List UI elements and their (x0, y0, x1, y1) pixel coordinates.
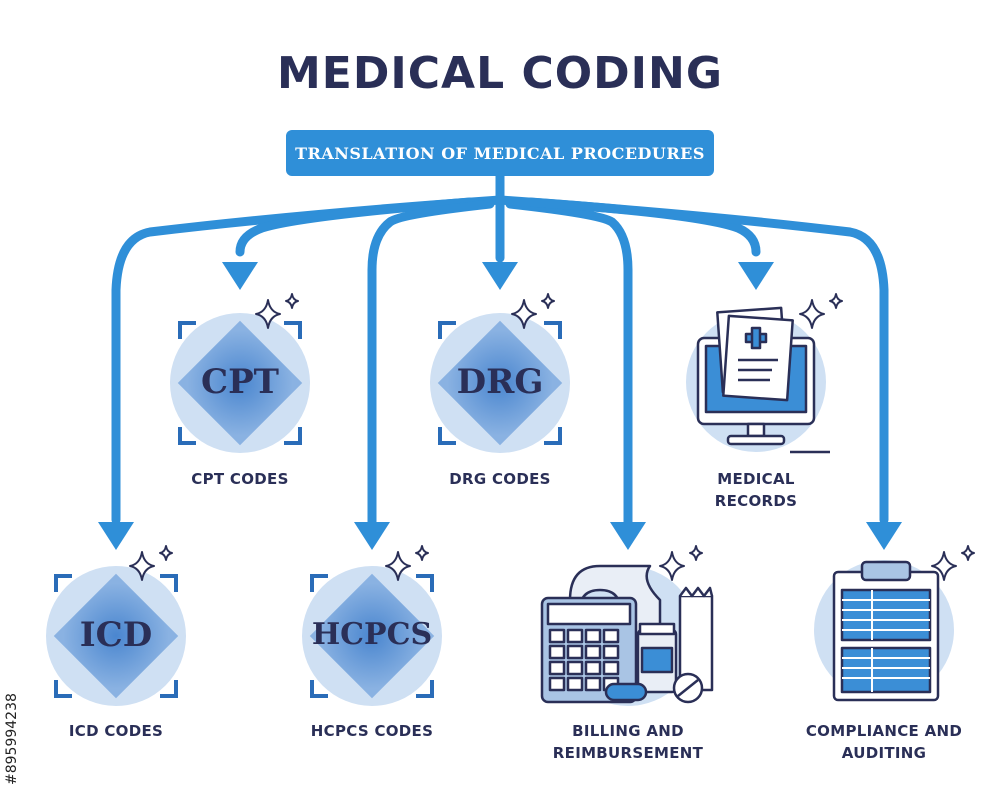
cpt-label: CPT CODES (191, 470, 289, 488)
icd-label: ICD CODES (68, 722, 164, 740)
hcpcs-label: HCPCS CODES (310, 722, 434, 740)
billing-label-line1: BILLING AND (572, 722, 684, 740)
hcpcs-icon (302, 566, 442, 706)
page-title: MEDICAL CODING (277, 48, 723, 99)
arrow-hcpcs (354, 522, 390, 550)
sparkle-icons (129, 293, 975, 581)
compliance-label-line1: COMPLIANCE AND (805, 722, 963, 740)
stock-id-watermark: #895994238 (4, 693, 20, 785)
icd-code-text: ICD (79, 615, 153, 655)
arrow-billing (610, 522, 646, 550)
medical-records-icon (686, 306, 830, 454)
banner-translation: TRANSLATION OF MEDICAL PROCEDURES (286, 130, 714, 176)
arrow-icd (98, 522, 134, 550)
medical-records-label: MEDICAL RECORDS (676, 468, 836, 512)
connector-lines (111, 171, 889, 535)
icd-icon (46, 566, 186, 706)
arrow-drg (482, 262, 518, 290)
hcpcs-code-text: HCPCS (311, 617, 433, 652)
billing-icon (540, 564, 714, 706)
cpt-icon (170, 313, 310, 453)
drg-label: DRG CODES (449, 470, 551, 488)
billing-label: BILLING AND REIMBURSEMENT (528, 720, 728, 764)
compliance-icon (814, 560, 954, 702)
arrowheads (98, 262, 902, 550)
compliance-label-line2: AUDITING (841, 744, 927, 762)
arrow-cpt (222, 262, 258, 290)
drg-code-text: DRG (456, 362, 544, 402)
arrow-compliance (866, 522, 902, 550)
cpt-code-text: CPT (201, 362, 279, 402)
drg-icon (430, 313, 570, 453)
arrow-records (738, 262, 774, 290)
compliance-label: COMPLIANCE AND AUDITING (784, 720, 984, 764)
medical-records-label-line1: MEDICAL (717, 470, 795, 488)
billing-label-line2: REIMBURSEMENT (552, 744, 704, 762)
medical-records-label-line2: RECORDS (714, 492, 798, 510)
